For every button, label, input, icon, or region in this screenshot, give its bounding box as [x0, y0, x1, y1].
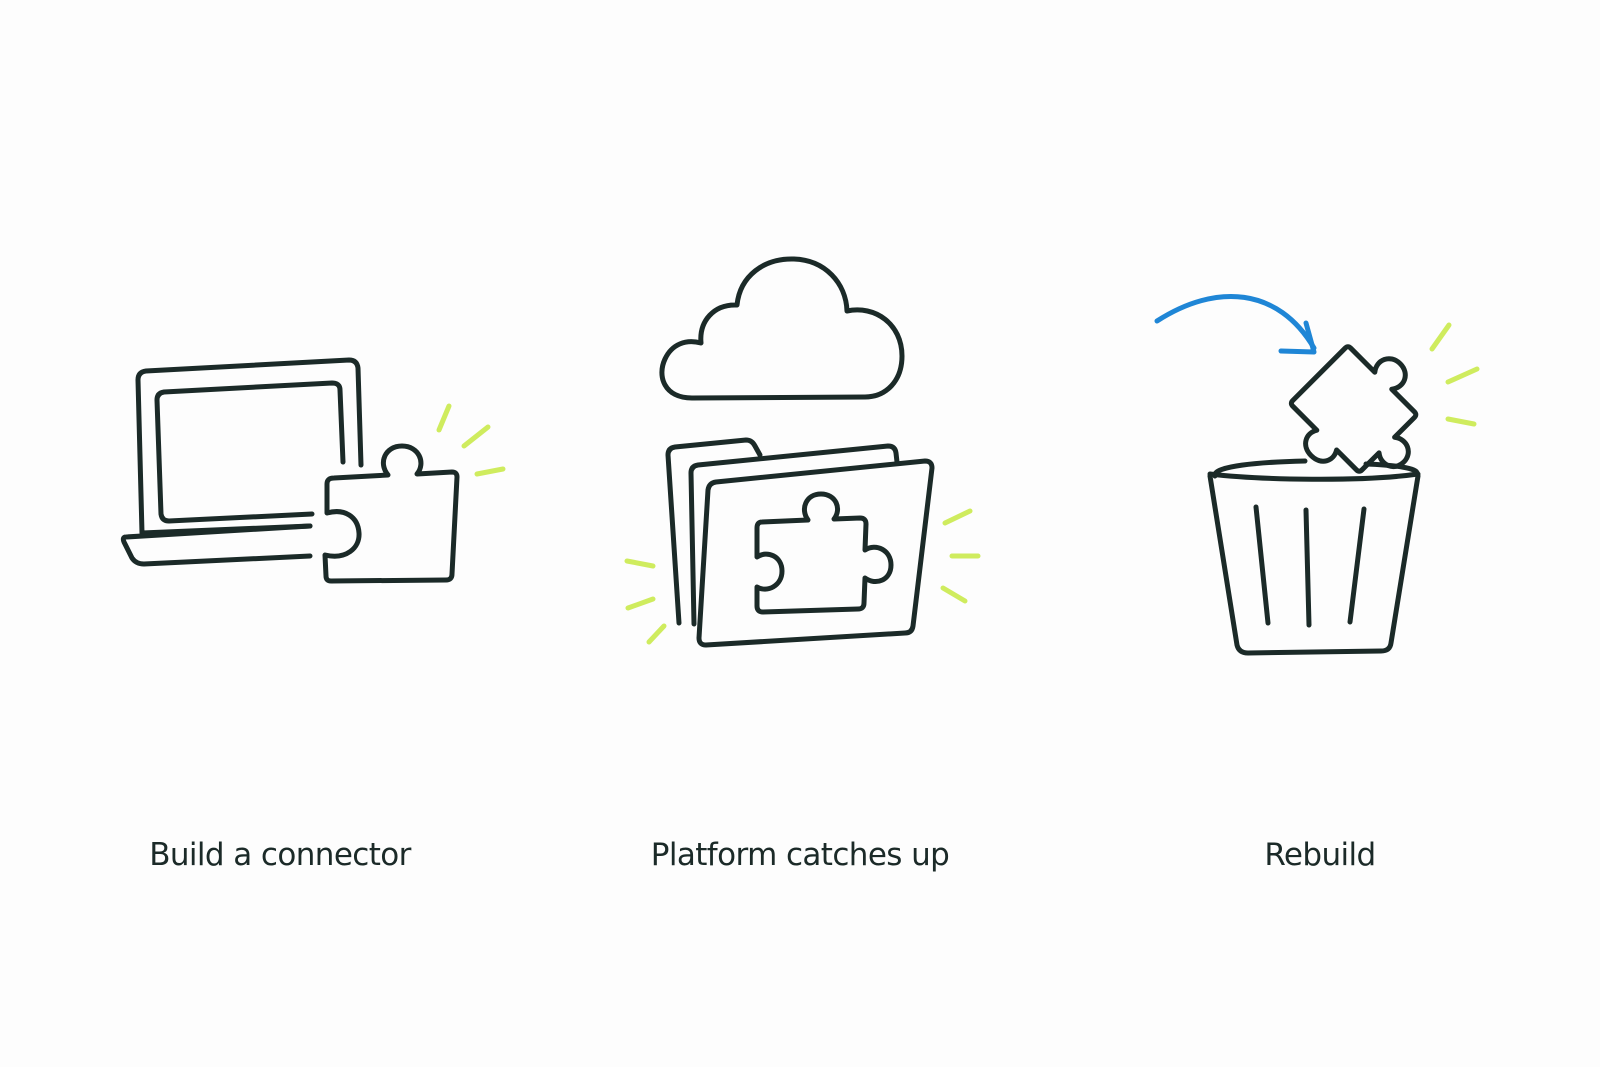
- step-2-caption: Platform catches up: [650, 837, 950, 873]
- puzzle-piece-icon: [754, 491, 894, 615]
- sparkle-lines-icon: [436, 403, 506, 477]
- step-1-caption: Build a connector: [149, 837, 411, 873]
- cloud-icon: [659, 256, 905, 401]
- puzzle-piece-icon: [322, 443, 460, 584]
- sparkle-lines-icon: [624, 508, 981, 645]
- folder-icon: [665, 437, 935, 648]
- laptop-puzzle-icon: [120, 357, 506, 584]
- cloud-folder-puzzle-icon: [624, 256, 981, 648]
- laptop-icon: [120, 357, 364, 567]
- puzzle-piece-icon: [1288, 344, 1419, 474]
- trash-can-icon: [1207, 458, 1421, 656]
- sparkle-lines-icon: [1429, 322, 1480, 427]
- trash-puzzle-icon: [1154, 294, 1480, 656]
- arrow-icon: [1154, 294, 1317, 355]
- step-3-caption: Rebuild: [1264, 837, 1376, 873]
